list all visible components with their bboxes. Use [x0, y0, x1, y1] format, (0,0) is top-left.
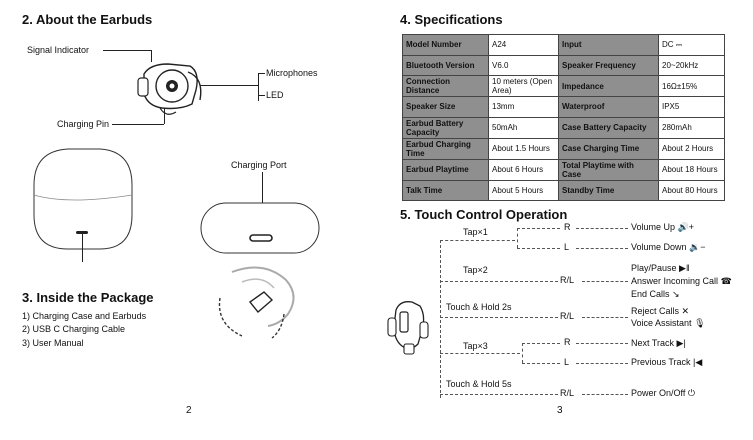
play-pause-icon: ▶‖ [679, 263, 690, 273]
action-next-track: Next Track ▶| [631, 338, 686, 348]
reject-call-icon: ✕ [681, 306, 690, 316]
side-r: R [564, 337, 571, 347]
earbud-touch-illustration [387, 301, 429, 355]
action-reject-calls: Reject Calls ✕ [631, 306, 690, 316]
gesture-tap1: Tap×1 [463, 227, 488, 237]
action-power: Power On/Off ⏻ [631, 388, 695, 398]
spec-value: 20~20kHz [658, 54, 725, 76]
next-track-icon: ▶| [676, 338, 686, 348]
spec-value: About 6 Hours [488, 158, 559, 181]
spec-key: Model Number [402, 34, 489, 56]
gesture-hold2: Touch & Hold 2s [446, 302, 512, 312]
spec-key: Bluetooth Version [402, 54, 489, 76]
power-icon: ⏻ [687, 388, 695, 398]
action-previous-track: Previous Track |◀ [631, 357, 703, 367]
spec-value: 280mAh [658, 116, 725, 139]
table-row: Connection Distance 10 meters (Open Area… [402, 75, 725, 97]
ear-wearing-illustration [218, 266, 295, 339]
charging-case-illustration [33, 148, 133, 250]
spec-value: DC ⎓ [658, 34, 725, 56]
spec-key: Speaker Frequency [558, 54, 659, 76]
led-label: LED [266, 90, 284, 100]
side-rl: R/L [560, 311, 575, 321]
spec-key: Earbud Battery Capacity [402, 116, 489, 139]
spec-table: Model Number A24 Input DC ⎓ Bluetooth Ve… [402, 34, 725, 201]
table-row: Talk Time About 5 Hours Standby Time Abo… [402, 179, 725, 201]
action-answer-call: Answer Incoming Call ☎ [631, 276, 732, 286]
spec-value: 16Ω±15% [658, 75, 725, 97]
spec-key: Earbud Charging Time [402, 137, 489, 160]
action-volume-up: Volume Up 🔊+ [631, 222, 695, 232]
end-call-icon: ↘ [672, 289, 680, 299]
table-row: Bluetooth Version V6.0 Speaker Frequency… [402, 54, 725, 76]
spec-key: Earbud Playtime [402, 158, 489, 181]
action-play-pause: Play/Pause ▶‖ [631, 263, 690, 273]
charging-port-illustration [200, 202, 320, 254]
about-earbuds-title: 2. About the Earbuds [22, 12, 153, 27]
action-volume-down: Volume Down 🔉− [631, 242, 706, 252]
speaker-up-icon: 🔊+ [677, 222, 695, 232]
spec-key: Impedance [558, 75, 659, 97]
spec-key: Standby Time [558, 179, 659, 201]
microphones-label: Microphones [266, 68, 318, 78]
spec-key: Speaker Size [402, 96, 489, 118]
earbud-illustration [137, 63, 202, 115]
spec-value: V6.0 [488, 54, 559, 76]
spec-key: Talk Time [402, 179, 489, 201]
spec-title: 4. Specifications [400, 12, 503, 27]
side-rl: R/L [560, 275, 575, 285]
gesture-tap3: Tap×3 [463, 341, 488, 351]
spec-key: Connection Distance [402, 75, 489, 97]
phone-icon: ☎ [720, 276, 732, 286]
spec-key: Input [558, 34, 659, 56]
spec-value: A24 [488, 34, 559, 56]
page-number-right: 3 [557, 405, 563, 416]
spec-value: About 2 Hours [658, 137, 725, 160]
gesture-tap2: Tap×2 [463, 265, 488, 275]
package-item: 1) Charging Case and Earbuds [22, 311, 147, 321]
charging-port-label: Charging Port [231, 160, 287, 170]
spec-value: IPX5 [658, 96, 725, 118]
spec-value: About 80 Hours [658, 179, 725, 201]
package-item: 2) USB C Charging Cable [22, 324, 126, 334]
spec-key: Case Charging Time [558, 137, 659, 160]
table-row: Earbud Playtime About 6 Hours Total Play… [402, 158, 725, 181]
signal-indicator-label: Signal Indicator [27, 45, 90, 55]
gesture-hold5: Touch & Hold 5s [446, 379, 512, 389]
spec-value: 13mm [488, 96, 559, 118]
spec-value: About 5 Hours [488, 179, 559, 201]
table-row: Model Number A24 Input DC ⎓ [402, 34, 725, 56]
action-voice-assistant: Voice Assistant 🎙 [631, 318, 706, 328]
table-row: Earbud Charging Time About 1.5 Hours Cas… [402, 137, 725, 160]
side-l: L [564, 357, 570, 367]
spec-key: Case Battery Capacity [558, 116, 659, 139]
side-rl: R/L [560, 388, 575, 398]
spec-value: About 18 Hours [658, 158, 725, 181]
page-number-left: 2 [186, 405, 192, 416]
package-item: 3) User Manual [22, 338, 84, 348]
table-row: Earbud Battery Capacity 50mAh Case Batte… [402, 116, 725, 139]
charging-pin-label: Charging Pin [57, 119, 110, 129]
touch-control-title: 5. Touch Control Operation [400, 207, 568, 222]
spec-key: Waterproof [558, 96, 659, 118]
side-l: L [564, 242, 570, 252]
table-row: Speaker Size 13mm Waterproof IPX5 [402, 96, 725, 118]
package-title: 3. Inside the Package [22, 290, 154, 305]
spec-value: 10 meters (Open Area) [488, 75, 559, 97]
spec-value: 50mAh [488, 116, 559, 139]
spec-key: Total Playtime with Case [558, 158, 659, 181]
previous-track-icon: |◀ [693, 357, 703, 367]
action-end-calls: End Calls ↘ [631, 289, 680, 299]
side-r: R [564, 222, 571, 232]
microphone-icon: 🎙 [694, 318, 706, 328]
speaker-down-icon: 🔉− [689, 242, 706, 252]
spec-value: About 1.5 Hours [488, 137, 559, 160]
